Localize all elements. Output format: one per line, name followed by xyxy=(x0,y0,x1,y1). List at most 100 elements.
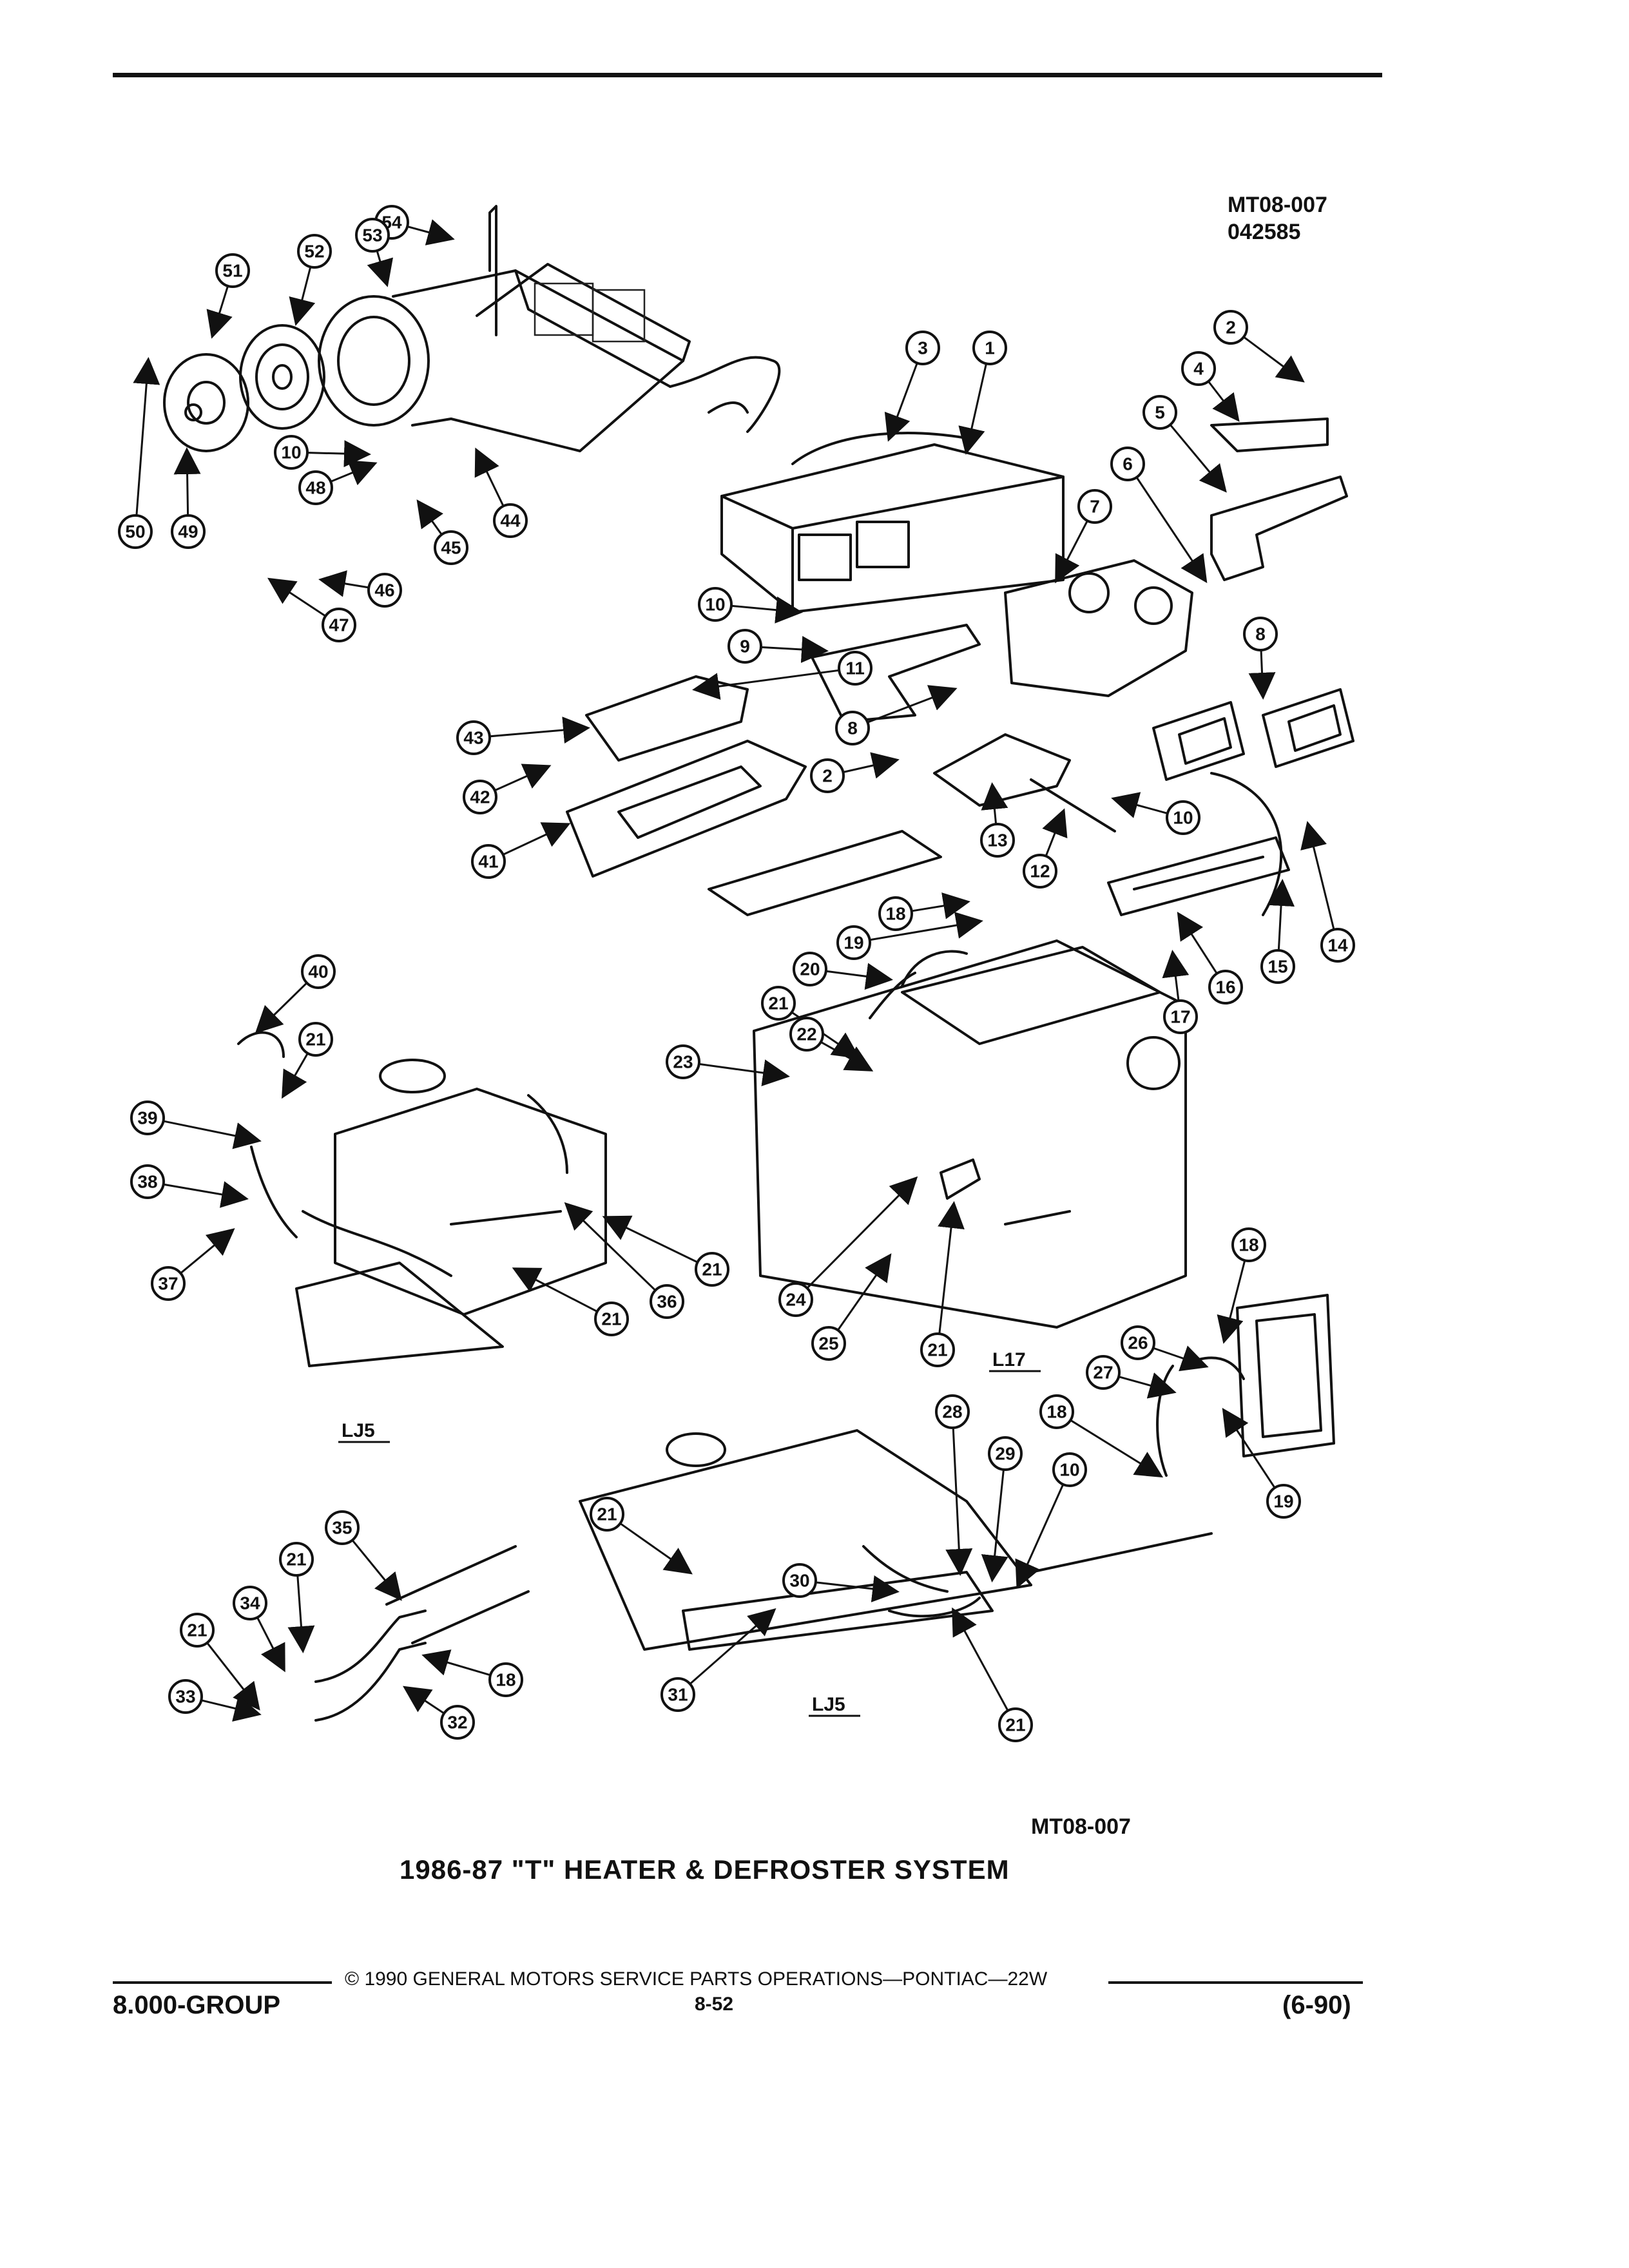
callout-number: 21 xyxy=(597,1504,617,1524)
callout-leader xyxy=(1162,950,1190,1001)
callout-leader xyxy=(164,1181,249,1208)
callout-20: 20 xyxy=(793,952,893,990)
callout-leader xyxy=(289,267,316,326)
callout-bubble xyxy=(355,218,390,253)
callout-number: 18 xyxy=(1239,1235,1258,1255)
callout-bubble xyxy=(130,1164,165,1199)
callout-15: 15 xyxy=(1260,879,1295,984)
callout-leader xyxy=(564,1202,656,1291)
defroster-duct-center xyxy=(1004,559,1193,697)
callout-leader xyxy=(689,1608,776,1684)
callout-number: 10 xyxy=(1173,808,1193,828)
callout-leader xyxy=(1243,336,1305,383)
callout-leader xyxy=(201,1695,262,1722)
group-number: 8.000-GROUP xyxy=(113,1991,281,2019)
callout-bubble xyxy=(463,780,497,814)
callout-leader xyxy=(421,1649,490,1677)
duct-cover xyxy=(585,675,749,762)
engine-variant-label: LJ5 xyxy=(812,1694,845,1715)
callout-bubble xyxy=(456,720,491,755)
callout-bubble xyxy=(434,530,468,565)
figure-reference-top: MT08-007 xyxy=(1228,193,1327,217)
callout-number: 35 xyxy=(332,1518,352,1538)
callout-bubble xyxy=(793,952,827,986)
callout-bubble xyxy=(836,925,871,960)
callout-44: 44 xyxy=(474,447,528,538)
callout-leader xyxy=(256,1617,285,1673)
callout-52: 52 xyxy=(289,234,332,326)
callout-bubble xyxy=(811,1326,846,1361)
callout-bubble xyxy=(493,503,528,538)
callout-leader xyxy=(1153,1345,1209,1372)
callout-16: 16 xyxy=(1177,911,1243,1004)
revision-date: (6-90) xyxy=(1282,1991,1351,2019)
callout-14: 14 xyxy=(1300,821,1355,963)
callout-number: 21 xyxy=(187,1620,207,1640)
control-cable xyxy=(933,733,1283,916)
callout-number: 51 xyxy=(222,261,242,281)
callout-bubble xyxy=(660,1677,695,1712)
callout-bubble xyxy=(1243,617,1278,651)
callout-21: 21 xyxy=(279,1542,315,1653)
callout-bubble xyxy=(118,514,153,549)
callout-number: 7 xyxy=(1090,497,1100,517)
callout-number: 22 xyxy=(796,1024,816,1044)
callout-leader xyxy=(807,1176,918,1289)
callout-leader xyxy=(352,1540,402,1601)
callout-bubble xyxy=(440,1705,475,1740)
callout-28: 28 xyxy=(935,1394,973,1576)
callout-leader xyxy=(981,1470,1008,1582)
callout-26: 26 xyxy=(1121,1325,1209,1372)
callout-leader xyxy=(1217,1260,1246,1344)
callout-leader xyxy=(180,1228,235,1274)
callout-bubble xyxy=(789,1017,824,1052)
callout-number: 36 xyxy=(657,1292,677,1312)
callout-18: 18 xyxy=(421,1649,523,1697)
callout-bubble xyxy=(1023,854,1057,889)
callout-bubble xyxy=(1077,489,1112,524)
callout-bubble xyxy=(594,1302,629,1336)
callout-leader xyxy=(1055,521,1088,584)
callout-leader xyxy=(402,1686,445,1714)
blower-motor-assembly xyxy=(163,353,249,452)
callout-bubble xyxy=(367,573,402,608)
callout-8: 8 xyxy=(835,685,958,745)
callout-number: 29 xyxy=(995,1444,1015,1464)
callout-21: 21 xyxy=(920,1201,965,1367)
callout-bubble xyxy=(1163,999,1198,1034)
callout-leader xyxy=(945,1428,973,1576)
callout-leader xyxy=(490,716,590,744)
defroster-nozzle xyxy=(1210,418,1329,452)
callout-leader xyxy=(958,364,987,455)
callout-39: 39 xyxy=(130,1100,262,1149)
callout-21: 21 xyxy=(180,1613,260,1711)
callout-leader xyxy=(620,1523,693,1575)
wire-harness xyxy=(669,356,781,433)
callout-number: 2 xyxy=(1226,318,1236,338)
callout-23: 23 xyxy=(666,1044,790,1086)
callout-bubble xyxy=(728,629,762,664)
callout-leader xyxy=(503,822,571,856)
callout-leader xyxy=(1268,879,1295,950)
callout-number: 33 xyxy=(175,1687,195,1707)
callout-number: 53 xyxy=(362,226,382,245)
callout-leader xyxy=(267,577,326,617)
callout-number: 10 xyxy=(1059,1460,1079,1480)
callout-leader xyxy=(1208,381,1240,422)
callout-47: 47 xyxy=(267,577,356,642)
callout-bubble xyxy=(972,331,1007,365)
callout-number: 28 xyxy=(942,1402,962,1422)
callout-2: 2 xyxy=(1213,310,1305,383)
callout-bubble xyxy=(998,1707,1033,1742)
callout-35: 35 xyxy=(325,1510,402,1601)
callout-bubble xyxy=(761,986,796,1021)
defroster-duct-right xyxy=(1210,476,1348,581)
callout-number: 21 xyxy=(305,1030,325,1050)
callout-bubble xyxy=(1052,1452,1087,1487)
callout-bubble xyxy=(1121,1325,1155,1360)
callout-leader xyxy=(282,1053,309,1099)
callout-50: 50 xyxy=(118,357,160,549)
callout-number: 19 xyxy=(1273,1492,1293,1512)
callout-bubble xyxy=(1181,351,1216,386)
